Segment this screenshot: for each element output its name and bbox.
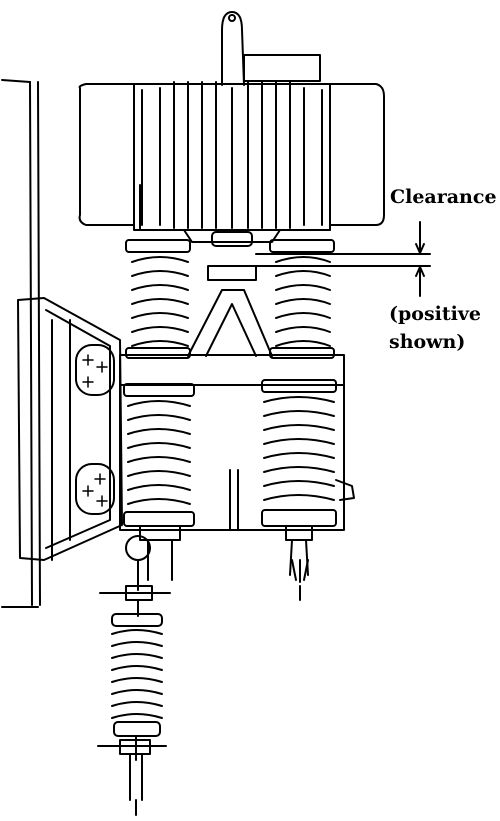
motor-housing <box>78 81 385 247</box>
bump-stop <box>207 221 431 297</box>
left-link-fitting <box>99 525 181 617</box>
lifting-lug <box>221 11 321 86</box>
center-frame <box>119 289 345 531</box>
right-lower-fitting <box>285 525 313 601</box>
positive-note-line1: (positive <box>389 303 481 325</box>
lower-left-spring <box>123 383 195 527</box>
frame-bracket <box>17 297 123 561</box>
lower-right-spring <box>261 379 355 527</box>
side-frame <box>1 79 41 608</box>
upper-left-spring <box>125 239 191 359</box>
bracket-bolt-icons <box>82 354 108 507</box>
positive-note-line2: shown) <box>389 331 466 353</box>
bottom-damper <box>97 613 167 816</box>
upper-right-spring <box>269 239 335 359</box>
clearance-label: Clearance <box>390 186 497 208</box>
